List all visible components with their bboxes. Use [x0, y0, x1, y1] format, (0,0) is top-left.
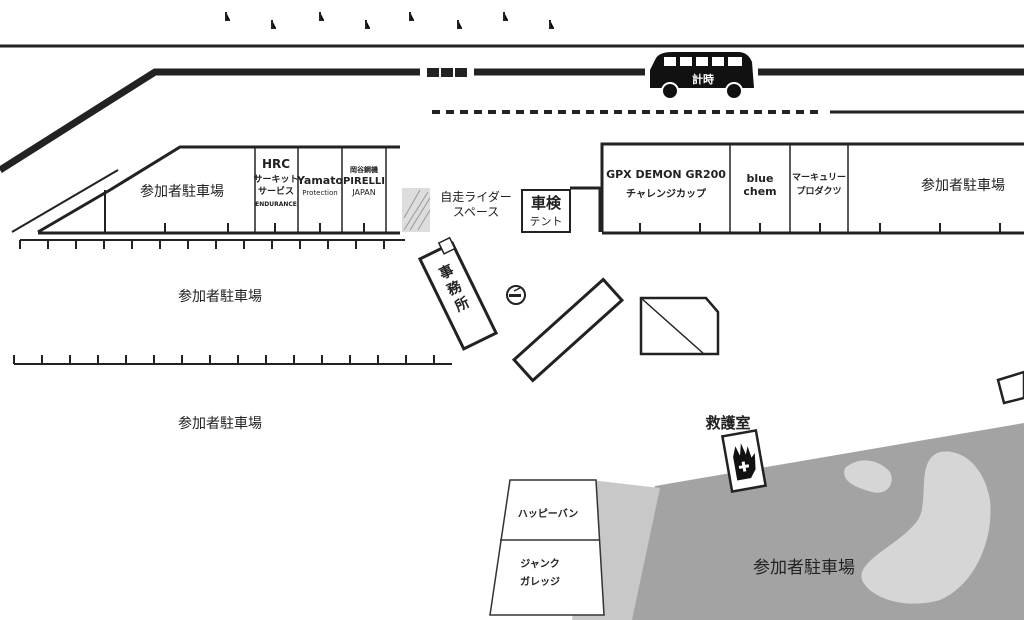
left-pit-outline	[37, 145, 400, 234]
parking-row-1-ticks	[19, 240, 385, 249]
rider-space-line1: 自走ライダー	[440, 189, 512, 204]
smoking-area-icon	[506, 285, 526, 305]
rider-space-line2: スペース	[453, 205, 500, 219]
right-pit-outline	[600, 142, 1024, 232]
hrc-line3: サービス	[258, 185, 294, 197]
top-ticks	[225, 12, 554, 29]
first-aid-label: 救護室	[705, 414, 750, 432]
hatch-lines	[403, 189, 431, 231]
gpx-line2: チャレンジカップ	[626, 187, 707, 200]
pentagon-structure	[639, 296, 720, 356]
light-island-1	[844, 460, 892, 493]
shops-block	[489, 479, 605, 616]
office-label-char1: 事	[436, 261, 456, 282]
junk-garage-line2: ガレッジ	[520, 575, 560, 588]
course-gap-1	[427, 68, 439, 77]
inspection-wall	[570, 186, 602, 232]
light-island-2	[861, 451, 991, 604]
inspection-line1: 車検	[531, 194, 562, 212]
left-pit-diag	[11, 169, 119, 233]
pirelli-line2: PIRELLI	[343, 176, 385, 187]
inspection-line2: テント	[530, 215, 563, 228]
first-aid-icon	[720, 429, 768, 493]
mercury-line1: マーキュリー	[792, 172, 846, 183]
bluechem-line2: chem	[743, 185, 776, 198]
course-line	[0, 68, 420, 173]
yamato-line2: Protection	[302, 189, 337, 197]
parking-label-grey: 参加者駐車場	[753, 558, 855, 578]
pit-ticks-right	[639, 223, 1001, 233]
pirelli-line3: JAPAN	[351, 188, 375, 197]
yamato-line1: Yamato	[296, 174, 344, 187]
bus-icon	[650, 52, 754, 100]
hrc-line1: HRC	[262, 157, 290, 171]
pentagon-diagonal	[640, 297, 705, 355]
parking-label-pit-left: 参加者駐車場	[140, 183, 224, 200]
course-gap-2	[441, 68, 453, 77]
edge-block	[996, 370, 1024, 405]
timing-label: 計時	[692, 72, 714, 86]
parking-label-middle: 参加者駐車場	[178, 288, 262, 305]
hrc-line4: ENDURANCE	[255, 201, 297, 208]
parking-label-pit-right: 参加者駐車場	[921, 177, 1005, 194]
parking-label-lower: 参加者駐車場	[178, 415, 262, 432]
junk-garage-line1: ジャンク	[520, 558, 560, 570]
pit-ticks-left	[164, 223, 365, 233]
bluechem-line1: blue	[747, 172, 774, 185]
pirelli-line1: 岡谷鋼機	[350, 165, 378, 174]
inspection-tent	[521, 189, 571, 233]
parking-row-2-ticks	[13, 355, 435, 364]
mercury-line2: プロダクツ	[796, 185, 841, 197]
gpx-line1: GPX DEMON GR200	[606, 168, 726, 181]
office-label-char3: 所	[452, 294, 472, 315]
course-gap-3	[455, 68, 467, 77]
angled-building	[511, 277, 625, 383]
office-building	[417, 236, 499, 351]
hrc-line2: サーキット	[253, 174, 298, 185]
happy-van-label: ハッピーバン	[518, 508, 578, 520]
